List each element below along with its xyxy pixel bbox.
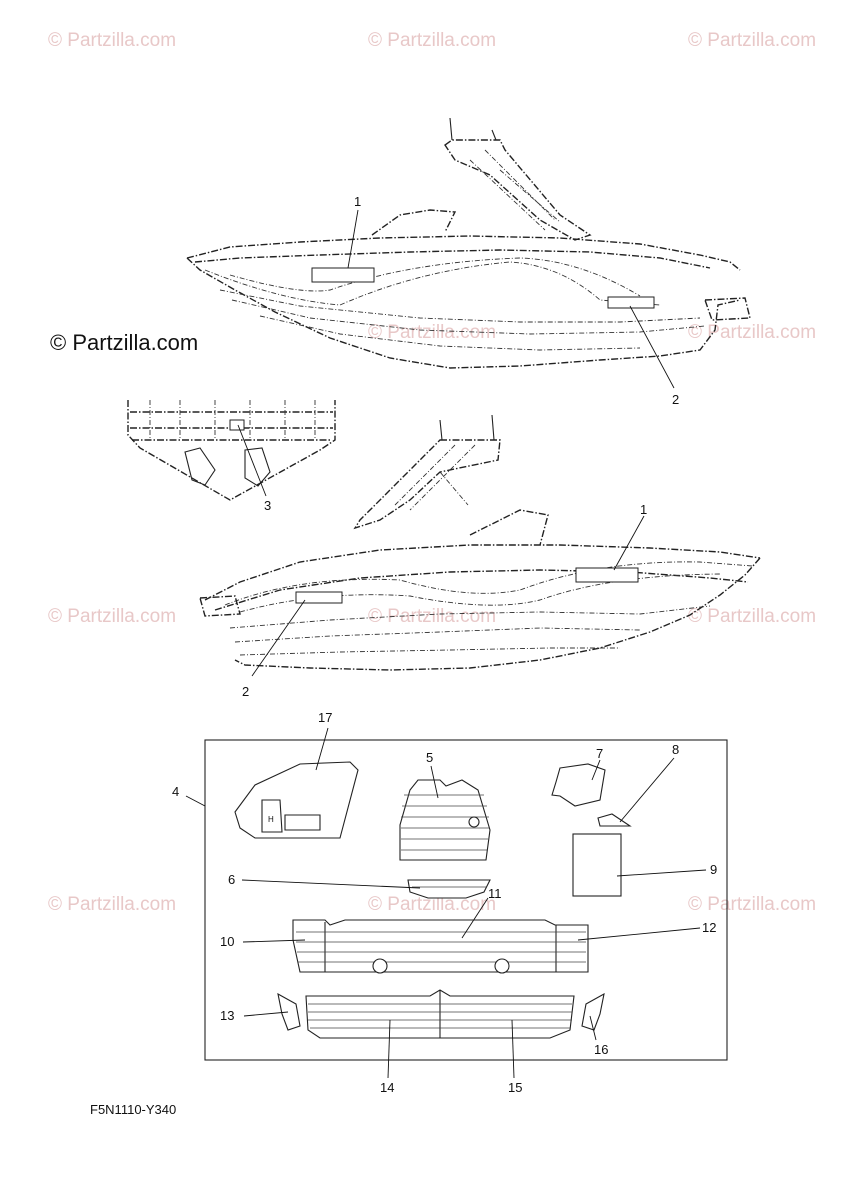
watermark-row4-right: © Partzilla.com <box>688 894 816 915</box>
callout-5: 5 <box>426 750 433 765</box>
svg-text:H: H <box>268 815 274 824</box>
callout-4: 4 <box>172 784 179 799</box>
watermark-row4-center: © Partzilla.com <box>368 894 496 915</box>
watermark-row3-center: © Partzilla.com <box>368 606 496 627</box>
part-6-pad: 6 <box>228 872 491 899</box>
part-13-16-platform: 13 14 15 16 <box>220 989 608 1095</box>
callout-13: 13 <box>220 1008 234 1023</box>
boat-top-view: 1 2 <box>186 117 751 407</box>
watermark-top-center: © Partzilla.com <box>368 30 496 51</box>
boat-bottom-view: 1 2 <box>199 414 761 699</box>
watermarks: © Partzilla.com © Partzilla.com © Partzi… <box>48 30 816 915</box>
diagram-code: F5N1110-Y340 <box>90 1102 176 1117</box>
watermark-row3-right: © Partzilla.com <box>688 606 816 627</box>
callout-10: 10 <box>220 934 234 949</box>
mat-kit: 4 H 17 5 6 <box>172 710 728 1095</box>
callout-2-top: 2 <box>672 392 679 407</box>
callout-16: 16 <box>594 1042 608 1057</box>
mat-kit-frame <box>204 739 728 1061</box>
decal-1-top <box>311 267 375 283</box>
callout-15: 15 <box>508 1080 522 1095</box>
part-8-pad: 8 <box>597 742 679 827</box>
decal-2-top <box>607 296 655 309</box>
callout-17: 17 <box>318 710 332 725</box>
callout-8: 8 <box>672 742 679 757</box>
watermark-top-right: © Partzilla.com <box>688 30 816 51</box>
watermark-row3-left: © Partzilla.com <box>48 606 176 627</box>
callout-3: 3 <box>264 498 271 513</box>
decal-1-bottom <box>575 567 639 583</box>
callout-11: 11 <box>488 886 502 901</box>
callout-1-top: 1 <box>354 194 361 209</box>
part-17-panel: H 17 <box>234 710 359 839</box>
watermark-row2-right: © Partzilla.com <box>688 322 816 343</box>
watermark-top-left: © Partzilla.com <box>48 30 176 51</box>
part-10-11-12-pad: 10 11 12 <box>220 886 716 974</box>
callout-1-bottom: 1 <box>640 502 647 517</box>
callout-9: 9 <box>710 862 717 877</box>
callout-14: 14 <box>380 1080 394 1095</box>
boat-transom-view: 3 <box>127 400 336 513</box>
watermark-row4-left: © Partzilla.com <box>48 894 176 915</box>
callout-12: 12 <box>702 920 716 935</box>
callout-2-bottom: 2 <box>242 684 249 699</box>
decal-2-bottom <box>295 591 343 604</box>
callout-6: 6 <box>228 872 235 887</box>
part-7-pad: 7 <box>551 746 606 807</box>
watermark-row2-center: © Partzilla.com <box>368 322 496 343</box>
callout-7: 7 <box>596 746 603 761</box>
part-9-pad: 9 <box>572 833 717 897</box>
part-5-pad: 5 <box>399 750 491 861</box>
watermark-main: © Partzilla.com <box>50 330 198 355</box>
